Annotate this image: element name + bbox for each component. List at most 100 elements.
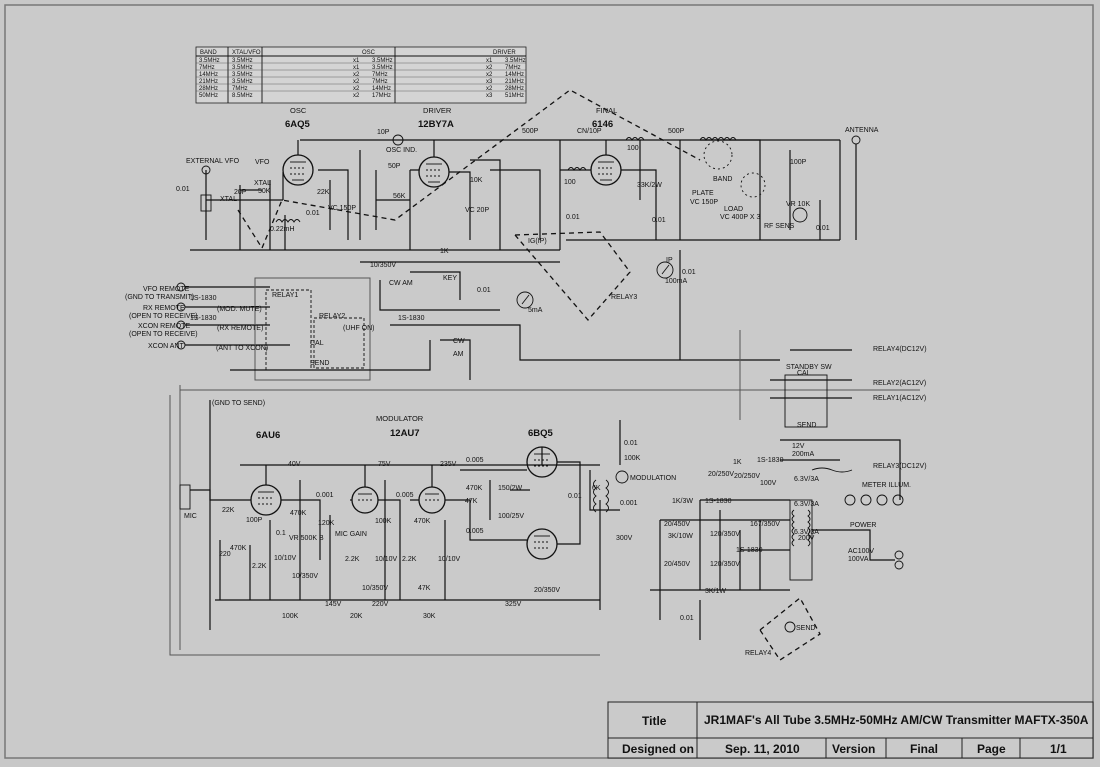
diode-label-5: 1S-1830 — [705, 498, 732, 505]
table-cell: x2 — [353, 72, 360, 78]
vr-500k-label: VR 500K B — [289, 535, 324, 542]
cap-300p: 220 — [219, 551, 231, 558]
antenna-label: ANTENNA — [845, 127, 879, 134]
relay2-ac-label: RELAY2(AC12V) — [873, 380, 926, 387]
relay1-ac-label: RELAY1(AC12V) — [873, 395, 926, 402]
table-cell: x1 — [353, 58, 360, 64]
ant-to-xcon-label: (ANT TO XCON) — [216, 345, 268, 352]
volt-75v: 75V — [378, 461, 391, 468]
plate-vc-label: VC 150P — [690, 199, 718, 206]
cap-001-c: 0.01 — [566, 214, 580, 221]
diode-label-1: 1S-1830 — [190, 295, 217, 302]
table-cell: 3.5MHz — [232, 58, 253, 64]
cap-001-b: 0.01 — [306, 210, 320, 217]
designed-label: Designed on — [622, 742, 694, 756]
res-20k: 20K — [350, 613, 363, 620]
cw-label: CW — [453, 338, 465, 345]
relay1-label: RELAY1 — [272, 292, 298, 299]
vr10k-label: VR 10K — [786, 201, 810, 208]
relay2-label: RELAY2 — [319, 313, 345, 320]
vc150p-label: VC 150P — [328, 205, 356, 212]
table-header-driver: DRIVER — [493, 50, 516, 56]
table-cell: 3.5MHz — [232, 65, 253, 71]
v63-c: 6.3V/3A — [794, 529, 819, 536]
volt-145v: 145V — [325, 601, 342, 608]
vfo-remote-note: (GND TO TRANSMIT) — [125, 294, 194, 301]
cap-001-mod-b: 0.01 — [624, 440, 638, 447]
cap-10-10v-c: 10/10V — [438, 556, 461, 563]
res-120k: 120K — [318, 520, 335, 527]
volt-220v: 220V — [372, 601, 389, 608]
rx-remote-label: RX REMOTE — [143, 305, 185, 312]
volt-12v: 12V — [792, 443, 805, 450]
xcon-remote-label: XCON REMOTE — [138, 323, 190, 330]
v63-a: 6.3V/3A — [794, 476, 819, 483]
cap-10-10v-a: 10/10V — [274, 555, 297, 562]
vfo-remote-label: VFO REMOTE — [143, 286, 190, 293]
load-vc-label: VC 400P X 3 — [720, 214, 760, 221]
res-22k-mic: 22K — [222, 507, 235, 514]
table-cell: 7MHz — [372, 72, 388, 78]
table-cell: 21MHz — [199, 79, 218, 85]
cap-100-25v: 100/25V — [498, 513, 524, 520]
vfo-label: VFO — [255, 159, 270, 166]
cap-120-350v-b: 120/350V — [710, 561, 740, 568]
table-cell: 3.5MHz — [372, 58, 393, 64]
pa-tube-label: 6BQ5 — [528, 428, 554, 439]
relay4-dash — [759, 597, 821, 661]
modulator-label: MODULATOR — [376, 414, 424, 423]
rf-wiring — [190, 134, 861, 311]
page-label: Page — [977, 742, 1006, 756]
power-label: POWER — [850, 522, 876, 529]
res-150-2w: 150/2W — [498, 485, 523, 492]
mic-gain-label: MIC GAIN — [335, 531, 367, 538]
diode-label-4: 1S-1830 — [757, 457, 784, 464]
cap-001-a: 0.01 — [176, 186, 190, 193]
lamp-icon — [892, 494, 904, 506]
table-cell: 14MHz — [199, 72, 218, 78]
table-cell: x1 — [353, 65, 360, 71]
table-cell: 7MHz — [372, 79, 388, 85]
table-rows: 3.5MHz 3.5MHz x1 3.5MHz x1 3.5MHz 7MHz 3… — [199, 58, 526, 99]
mod-mute-label: (MOD. MUTE) — [217, 306, 262, 313]
table-cell: x3 — [486, 79, 493, 85]
band-table: BAND XTAL/VFO OSC DRIVER 3.5MHz 3.5MHz x… — [195, 46, 527, 104]
table-cell: x2 — [353, 86, 360, 92]
table-cell: 28MHz — [505, 86, 524, 92]
cap-20-250v-b: 20/250V — [734, 473, 760, 480]
cap-20-350v: 20/350V — [534, 587, 560, 594]
ip-label: IP — [666, 257, 673, 264]
cap-01: 0.1 — [276, 530, 286, 537]
res-33k: 33K/2W — [637, 182, 662, 189]
res-100-b: 100 — [627, 145, 639, 152]
title-value: JR1MAF's All Tube 3.5MHz-50MHz AM/CW Tra… — [704, 713, 1089, 727]
table-cell: x2 — [353, 79, 360, 85]
relay-section — [169, 250, 920, 656]
lamp-icon — [876, 494, 888, 506]
res-100k-a: 100K — [375, 518, 392, 525]
res-10k: 10K — [470, 177, 483, 184]
cap-10-10v-b: 10/10V — [375, 556, 398, 563]
res-2-2k-a: 2.2K — [252, 563, 267, 570]
res-1k-3w: 1K/3W — [672, 498, 693, 505]
res-6k: 6K — [592, 485, 601, 492]
res-1k: 1K — [440, 248, 449, 255]
standby-cal-label: CAL — [797, 370, 811, 377]
table-cell: x2 — [486, 86, 493, 92]
ind-label: 0.22mH — [270, 226, 295, 233]
rx-remote-paren-label: (RX REMOTE) — [217, 325, 263, 332]
relay4-dc-label: RELAY4(DC12V) — [873, 346, 927, 353]
table-cell: 7MHz — [505, 65, 521, 71]
table-cell: x3 — [486, 93, 493, 99]
volt-200v: 200V — [798, 535, 815, 542]
xcon-remote-note: (OPEN TO RECEIVE) — [129, 331, 198, 338]
osc-ind-label: OSC IND. — [386, 147, 417, 154]
gnd-to-send-label: (GND TO SEND) — [212, 400, 265, 407]
cap-001-e: 0.01 — [682, 269, 696, 276]
send-lamp-label: SEND — [796, 625, 815, 632]
cap-167-350v: 167/350V — [750, 521, 780, 528]
load-label: LOAD — [724, 206, 743, 213]
cap-0005-c: 0.005 — [466, 528, 484, 535]
page-value: 1/1 — [1050, 742, 1067, 756]
diode-label-2: 1S-1830 — [190, 315, 217, 322]
